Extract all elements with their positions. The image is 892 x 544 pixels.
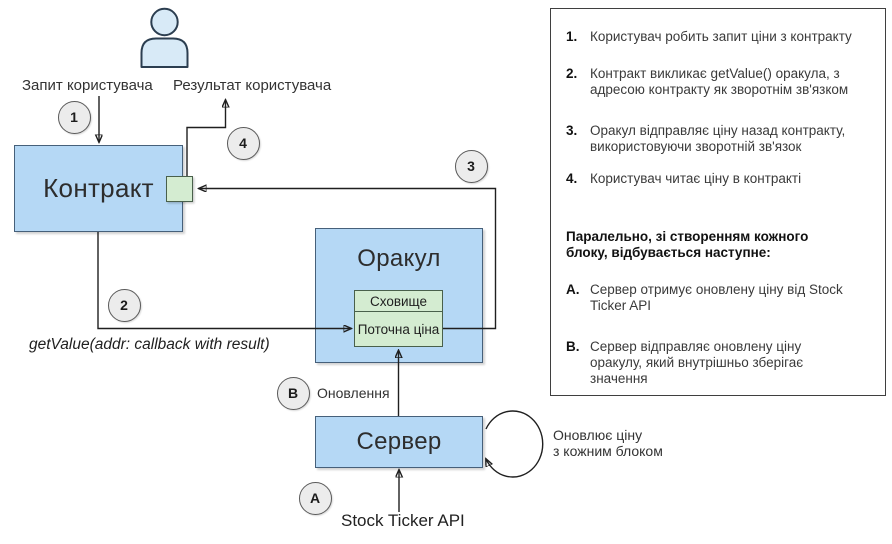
legend-step-4-number: 4.: [566, 171, 578, 186]
legend-step-4-text: Користувач читає ціну в контракті: [590, 171, 802, 186]
getvalue-signature-label: getValue(addr: callback with result): [29, 336, 270, 353]
legend-step-A-letter: A.: [566, 282, 580, 297]
legend-step-3-text: Оракул відправляє ціну назад контракту, …: [590, 123, 846, 154]
update-loop-label: Оновлює ціну з кожним блоком: [553, 427, 663, 459]
legend-step-B: B. Сервер відправляє оновлену ціну ораку…: [566, 339, 873, 387]
legend-step-1-text: Користувач робить запит ціни з контракту: [590, 29, 852, 44]
oracle-node-label: Оракул: [357, 245, 441, 272]
legend-step-1-number: 1.: [566, 29, 578, 44]
update-label: Оновлення: [317, 385, 390, 401]
legend-parallel-heading: Паралельно, зі створенням кожного блоку,…: [566, 229, 809, 260]
legend-step-4: 4. Користувач читає ціну в контракті: [566, 171, 873, 187]
stock-ticker-api-label: Stock Ticker API: [341, 511, 465, 530]
user-request-label: Запит користувача: [22, 77, 153, 94]
legend-step-1: 1. Користувач робить запит ціни з контра…: [566, 29, 873, 45]
arrow-user-result: [186, 100, 226, 176]
update-loop-line-2: з кожним блоком: [553, 443, 663, 459]
update-loop-line-1: Оновлює ціну: [553, 427, 643, 443]
step-badge-2: 2: [107, 288, 141, 322]
legend-panel: 1. Користувач робить запит ціни з контра…: [550, 8, 886, 396]
contract-node-label: Контракт: [43, 173, 154, 203]
server-node-label: Сервер: [356, 428, 442, 455]
legend-step-3: 3. Оракул відправляє ціну назад контракт…: [566, 123, 873, 155]
legend-step-2-text: Контракт викликає getValue() оракула, з …: [590, 66, 849, 97]
current-price-label: Поточна ціна: [357, 321, 440, 337]
legend-step-3-number: 3.: [566, 123, 578, 138]
storage-label: Сховище: [355, 291, 442, 312]
contract-callback-port: [166, 176, 193, 202]
legend-step-B-letter: B.: [566, 339, 580, 354]
server-self-loop: [486, 410, 544, 478]
user-result-label: Результат користувача: [173, 77, 332, 94]
step-badge-B: B: [276, 376, 310, 410]
legend-step-2-number: 2.: [566, 66, 578, 81]
legend-step-2: 2. Контракт викликає getValue() оракула,…: [566, 66, 873, 98]
legend-step-A-text: Сервер отримує оновлену ціну від Stock T…: [590, 282, 843, 313]
user-person-icon: [140, 7, 189, 68]
contract-node: Контракт: [14, 145, 183, 232]
step-badge-4: 4: [226, 126, 260, 160]
server-node: Сервер: [315, 416, 483, 468]
step-badge-3: 3: [454, 149, 488, 183]
legend-step-B-text: Сервер відправляє оновлену ціну оракулу,…: [590, 339, 804, 386]
step-badge-1: 1: [57, 100, 91, 134]
oracle-storage-box: Сховище Поточна ціна: [354, 290, 443, 347]
legend-step-A: A. Сервер отримує оновлену ціну від Stoc…: [566, 282, 873, 314]
step-badge-A: A: [298, 481, 332, 515]
